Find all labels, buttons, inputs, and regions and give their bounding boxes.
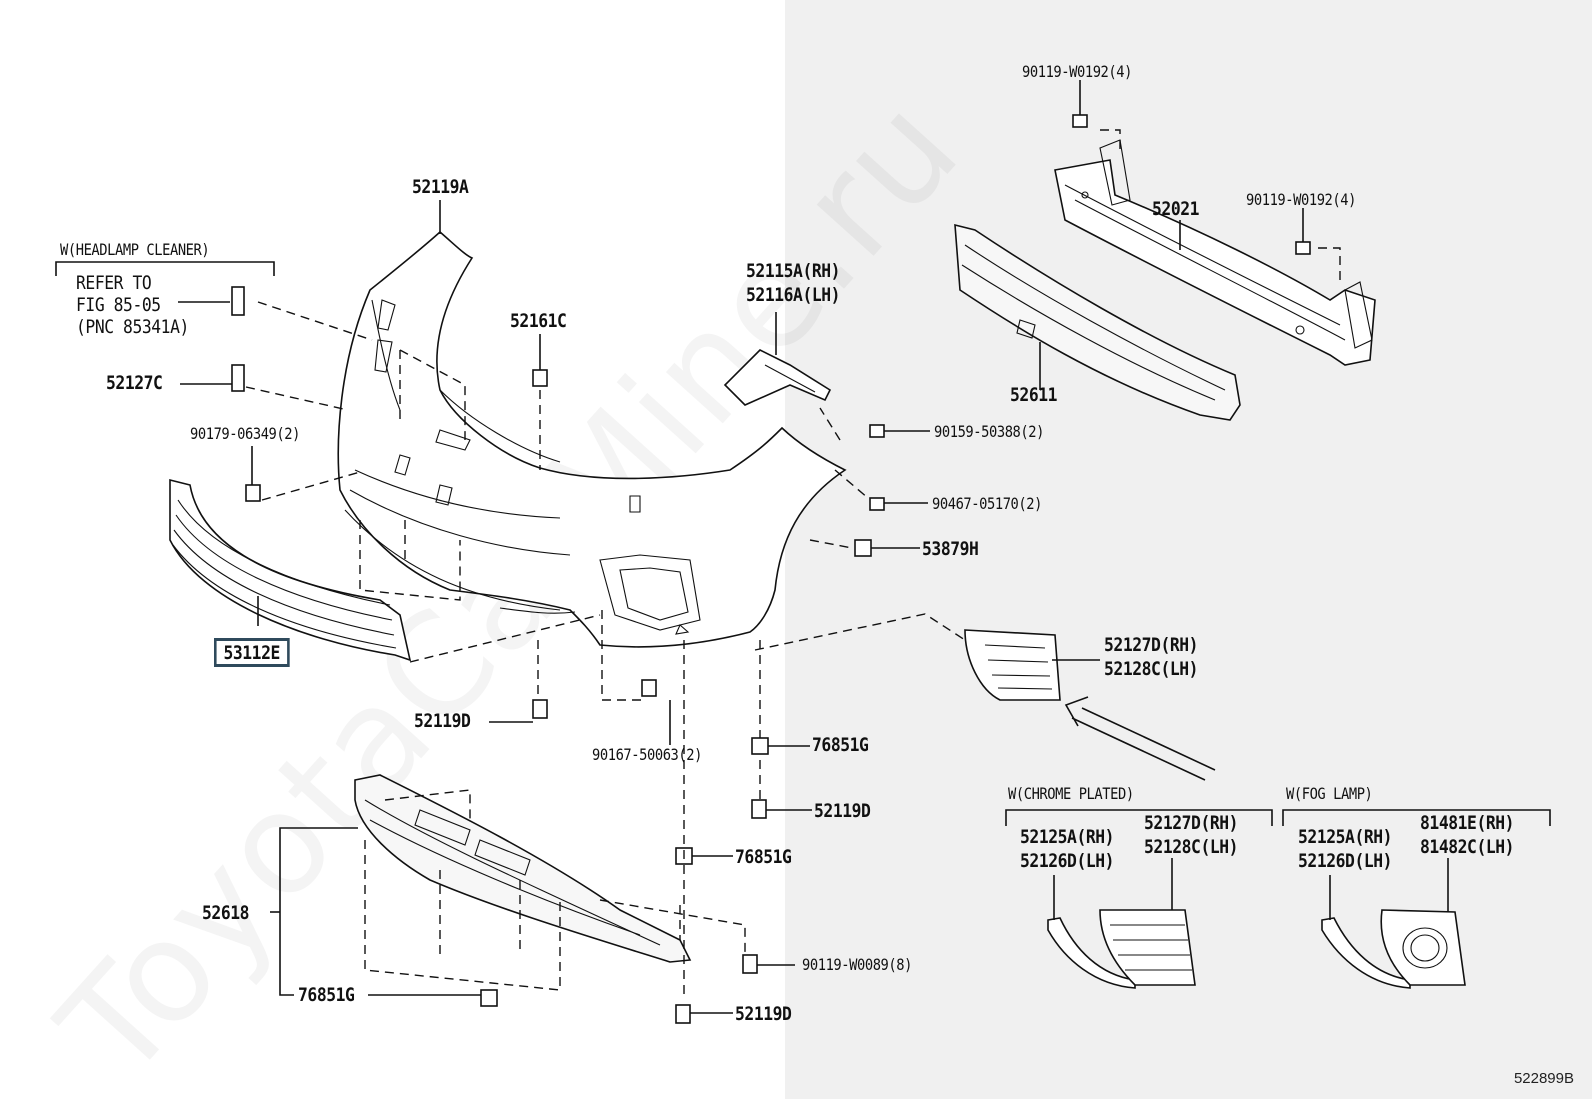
bumper-reinforcement bbox=[1054, 139, 1376, 366]
part-label-fog-52125a[interactable]: 52125A(RH) bbox=[1298, 826, 1393, 848]
bracket-icon bbox=[231, 364, 245, 392]
screw-icon bbox=[532, 699, 548, 719]
side-bracket bbox=[723, 349, 832, 406]
part-label-90119-w0192-top[interactable]: 90119-W0192(4) bbox=[1022, 62, 1132, 81]
part-label-76851g-lower[interactable]: 76851G bbox=[298, 984, 355, 1006]
group-brackets bbox=[55, 261, 1551, 826]
screw-icon bbox=[751, 799, 767, 819]
right-panel-background bbox=[785, 0, 1592, 1099]
part-label-52119d-lower[interactable]: 52119D bbox=[735, 1003, 792, 1025]
part-label-90467-05170[interactable]: 90467-05170(2) bbox=[932, 494, 1042, 513]
clip-icon bbox=[532, 369, 548, 387]
part-label-53112e[interactable]: 53112E bbox=[214, 638, 290, 667]
fog-lamp-cover bbox=[964, 629, 1061, 701]
clip-icon bbox=[751, 737, 769, 755]
assembly-lines bbox=[245, 129, 1341, 1000]
part-label-52161c[interactable]: 52161C bbox=[510, 310, 567, 332]
screw-icon bbox=[641, 679, 657, 697]
screw-icon bbox=[869, 424, 885, 438]
part-label-chrome-52128c[interactable]: 52128C(LH) bbox=[1144, 836, 1239, 858]
clip-icon bbox=[854, 539, 872, 557]
part-label-90159-50388[interactable]: 90159-50388(2) bbox=[934, 422, 1044, 441]
part-label-90119-w0089[interactable]: 90119-W0089(8) bbox=[802, 955, 912, 974]
group-label-headlamp-cleaner: W(HEADLAMP CLEANER) bbox=[60, 240, 210, 259]
part-label-fog-81481e[interactable]: 81481E(RH) bbox=[1420, 812, 1515, 834]
clip-icon bbox=[480, 989, 498, 1007]
part-label-52115a[interactable]: 52115A(RH) bbox=[746, 260, 841, 282]
bracket-icon bbox=[231, 286, 245, 316]
part-label-52119d-middle[interactable]: 52119D bbox=[814, 800, 871, 822]
part-label-52611[interactable]: 52611 bbox=[1010, 384, 1058, 406]
retainer-icon bbox=[245, 484, 261, 502]
part-label-53879h[interactable]: 53879H bbox=[922, 538, 979, 560]
part-label-fog-81482c[interactable]: 81482C(LH) bbox=[1420, 836, 1515, 858]
part-label-52128c[interactable]: 52128C(LH) bbox=[1104, 658, 1199, 680]
screw-icon bbox=[742, 954, 758, 974]
part-label-chrome-52125a[interactable]: 52125A(RH) bbox=[1020, 826, 1115, 848]
part-label-52127c[interactable]: 52127C bbox=[106, 372, 163, 394]
refer-line-3: (PNC 85341A) bbox=[76, 316, 189, 338]
bolt-icon bbox=[1295, 241, 1311, 255]
part-label-52119a[interactable]: 52119A bbox=[412, 176, 469, 198]
refer-line-2: FIG 85-05 bbox=[76, 294, 161, 316]
refer-line-1: REFER TO bbox=[76, 272, 152, 294]
part-label-76851g-upper[interactable]: 76851G bbox=[812, 734, 869, 756]
leader-lines bbox=[178, 80, 1449, 1014]
part-label-chrome-52127d[interactable]: 52127D(RH) bbox=[1144, 812, 1239, 834]
part-label-90167-50063[interactable]: 90167-50063(2) bbox=[592, 745, 702, 764]
part-label-52127d[interactable]: 52127D(RH) bbox=[1104, 634, 1199, 656]
part-label-52021[interactable]: 52021 bbox=[1152, 198, 1200, 220]
part-label-chrome-52126d[interactable]: 52126D(LH) bbox=[1020, 850, 1115, 872]
part-label-76851g-middle[interactable]: 76851G bbox=[735, 846, 792, 868]
energy-absorber bbox=[954, 223, 1241, 421]
chrome-group-parts bbox=[1047, 909, 1196, 989]
engine-under-cover bbox=[354, 774, 692, 963]
part-label-52119d[interactable]: 52119D bbox=[414, 710, 471, 732]
front-bumper-cover bbox=[337, 230, 847, 648]
group-label-fog-lamp: W(FOG LAMP) bbox=[1286, 784, 1373, 803]
document-id: 522899B bbox=[1513, 1070, 1574, 1087]
screw-icon bbox=[675, 1004, 691, 1024]
part-label-52618[interactable]: 52618 bbox=[202, 902, 250, 924]
group-label-chrome-plated: W(CHROME PLATED) bbox=[1008, 784, 1134, 803]
bolt-icon bbox=[1072, 114, 1088, 128]
part-label-52116a[interactable]: 52116A(LH) bbox=[746, 284, 841, 306]
part-label-90179-06349[interactable]: 90179-06349(2) bbox=[190, 424, 300, 443]
nut-icon bbox=[869, 497, 885, 511]
part-label-fog-52126d[interactable]: 52126D(LH) bbox=[1298, 850, 1393, 872]
fog-group-parts bbox=[1321, 909, 1466, 989]
part-label-90119-w0192-right[interactable]: 90119-W0192(4) bbox=[1246, 190, 1356, 209]
